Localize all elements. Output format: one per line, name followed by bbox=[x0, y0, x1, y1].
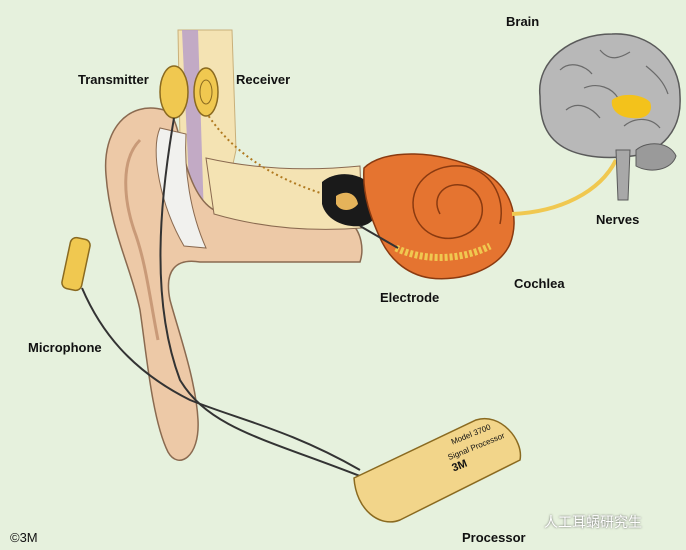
watermark-text: 人工耳蜗研究生 bbox=[544, 515, 642, 531]
label-microphone: Microphone bbox=[28, 340, 102, 355]
microphone-device bbox=[61, 236, 91, 292]
cochlea-spiral bbox=[412, 165, 502, 240]
brain-folds bbox=[559, 49, 669, 129]
auditory-nerve bbox=[511, 159, 618, 216]
brain-stem bbox=[615, 149, 631, 201]
transmitter-coil bbox=[159, 65, 189, 119]
label-nerves: Nerves bbox=[596, 212, 640, 227]
label-electrode: Electrode bbox=[380, 290, 440, 305]
brain-cerebellum bbox=[635, 143, 677, 171]
electrode-lead bbox=[359, 225, 399, 249]
receiver-coil bbox=[193, 67, 219, 117]
processor-device bbox=[353, 417, 522, 523]
electrode-array bbox=[394, 242, 492, 261]
label-brain: Brain bbox=[506, 14, 540, 29]
mic-cable bbox=[81, 287, 361, 471]
ear-inner-fold bbox=[124, 138, 160, 341]
brain-shape bbox=[539, 33, 681, 159]
receiver-inner bbox=[199, 79, 213, 105]
cochlea-body bbox=[363, 153, 515, 280]
label-processor: Processor bbox=[462, 530, 526, 545]
ossicles bbox=[336, 192, 358, 210]
transmitter-cable bbox=[159, 117, 371, 481]
label-receiver: Receiver bbox=[236, 72, 291, 87]
auditory-cortex-highlight bbox=[611, 94, 652, 119]
label-copyright: ©3M bbox=[10, 530, 38, 545]
lead-wire bbox=[205, 111, 331, 197]
label-transmitter: Transmitter bbox=[78, 72, 149, 87]
label-cochlea: Cochlea bbox=[514, 276, 565, 291]
